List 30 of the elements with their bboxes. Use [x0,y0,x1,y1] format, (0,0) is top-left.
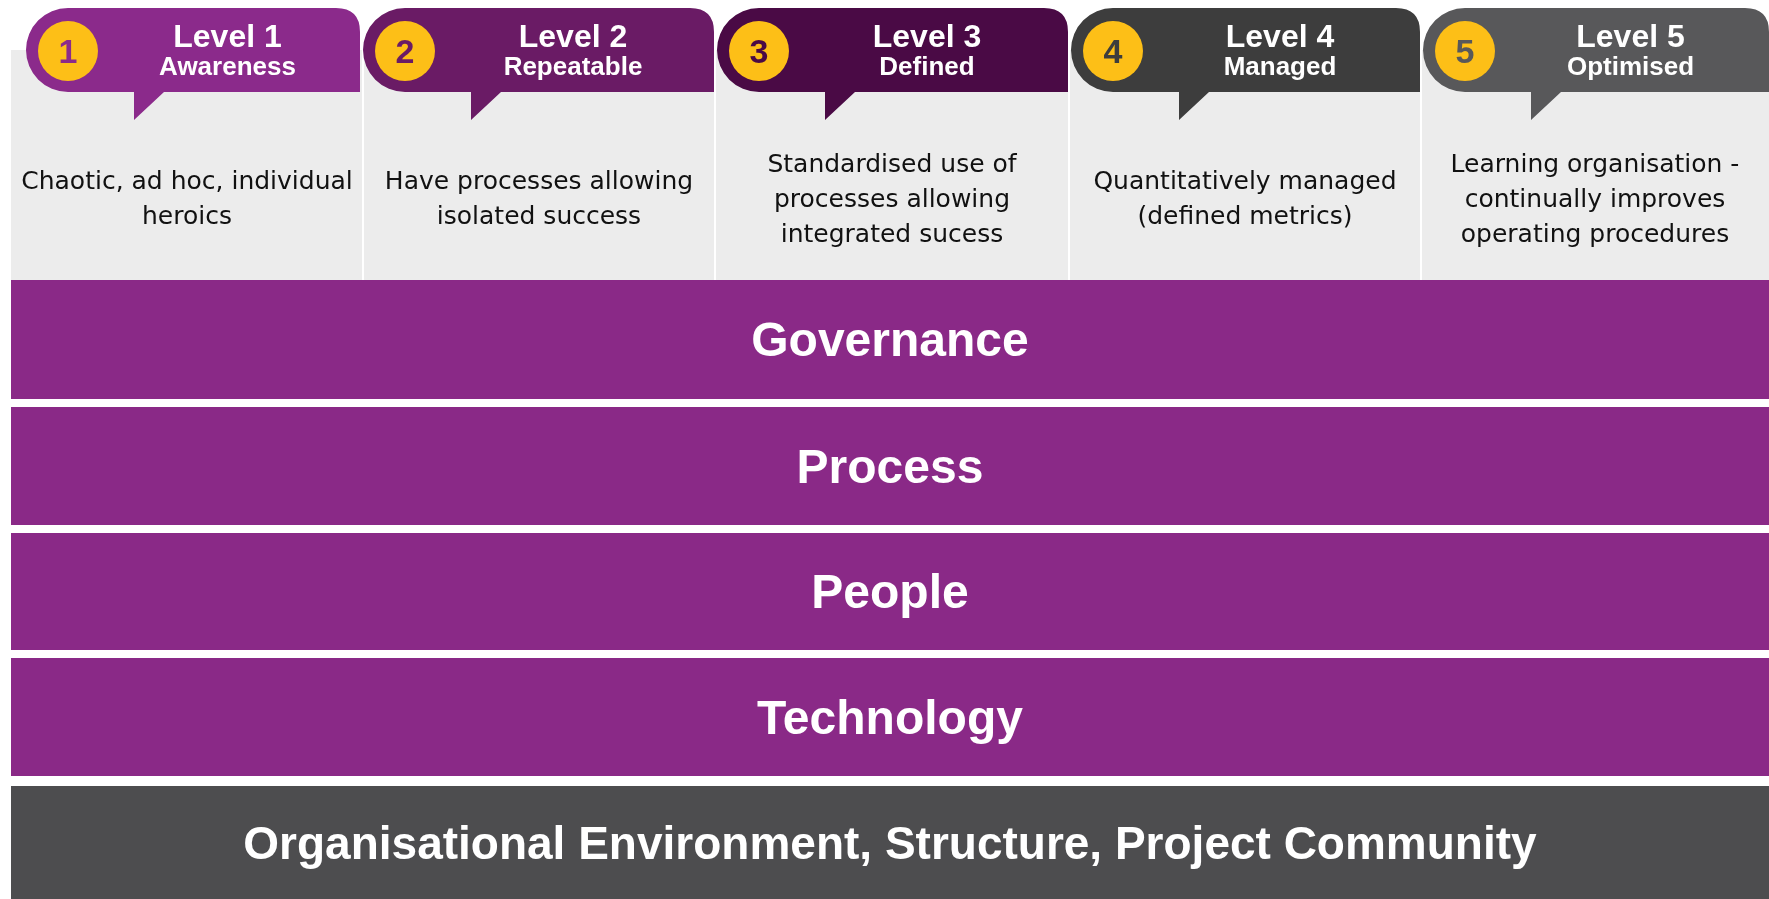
band-label: Governance [751,312,1029,367]
band-label: Process [796,438,984,494]
band-label: Organisational Environment, Structure, Project Community [243,815,1537,870]
level-title: Level 2 [518,20,628,52]
level-name: Defined [879,53,975,79]
level-tab [363,8,714,120]
level-title: Level 1 [173,20,282,52]
level-title: Level 3 [872,20,982,52]
level-description: Standardised use of processes allowing integrated sucess [766,147,1018,250]
level-name: Repeatable [503,53,643,79]
level-description: Have processes allowing isolated success [383,165,695,232]
level-description: Quantitatively managed (defined metrics) [1092,165,1398,232]
level-name: Optimised [1566,53,1695,79]
level-tab [717,8,1068,120]
level-title: Level 4 [1225,20,1335,52]
band-label: People [811,564,969,619]
category-band [11,407,1769,525]
level-description: Chaotic, ad hoc, individual heroics [20,165,354,232]
level-tab [26,8,360,120]
category-band [11,658,1769,776]
band-label: Technology [757,689,1023,745]
level-tab [1071,8,1420,120]
level-title: Level 5 [1576,20,1685,52]
level-name: Awareness [159,53,296,79]
category-band [11,786,1769,899]
level-tab [1423,8,1769,120]
level-name: Managed [1223,53,1337,79]
category-band [11,533,1769,650]
category-band [11,280,1769,399]
level-description: Learning organisation - continually improves operating procedures [1449,147,1741,250]
